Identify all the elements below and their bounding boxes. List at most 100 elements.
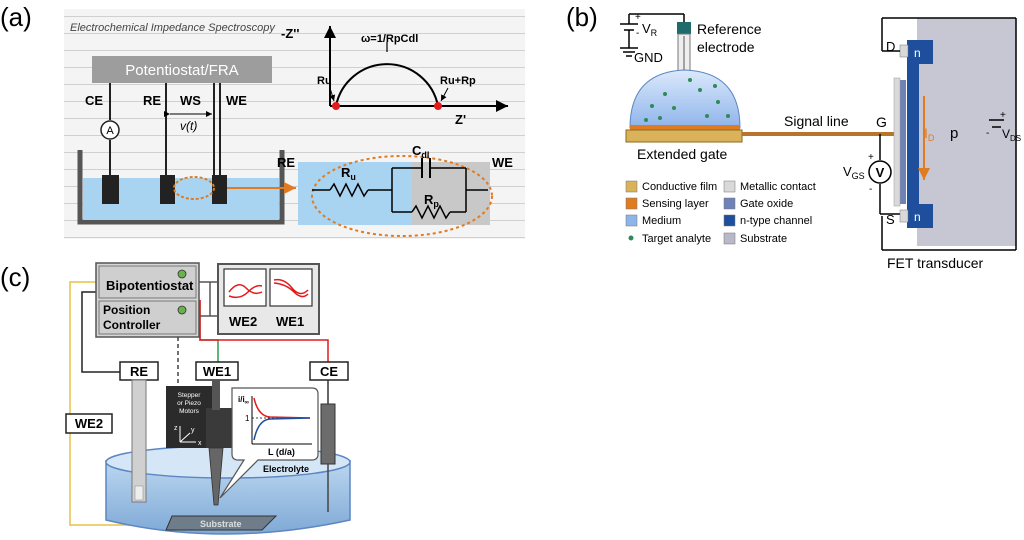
- drain-current-label: ID: [924, 125, 935, 143]
- extended-gate-film: [625, 129, 743, 143]
- voltage-label: v(t): [180, 119, 197, 133]
- sensing-layer: [630, 125, 740, 130]
- panel-c: (c) Bipotentiostat Position Controller W…: [0, 262, 351, 535]
- inset-tick-label: 1: [245, 414, 250, 423]
- vr-minus: -: [636, 28, 639, 39]
- svg-text:Conductive film: Conductive film: [642, 181, 717, 193]
- inset-y-label: i/i∞: [238, 395, 249, 406]
- vr-label: VR: [642, 21, 658, 38]
- panel-a-header: Electrochemical Impedance Spectroscopy: [70, 22, 276, 34]
- vgs-meter-label: V: [876, 165, 885, 180]
- ce-tag-label: CE: [320, 364, 338, 379]
- svg-text:Metallic contact: Metallic contact: [740, 181, 816, 193]
- we-label: WE: [226, 93, 247, 108]
- vgs-wires: [879, 134, 900, 215]
- panel-a: (a) Electrochemical Impedance Spectrosco…: [0, 2, 525, 239]
- panel-c-label: (c): [0, 262, 30, 292]
- nyquist-point-ru: [332, 102, 340, 110]
- stepper-motor-block: [166, 386, 212, 448]
- drain-label: D: [886, 39, 895, 54]
- electrode-we: [212, 175, 227, 204]
- n-bottom-label: n: [914, 210, 921, 224]
- svg-text:Medium: Medium: [642, 215, 681, 227]
- electrode-re: [160, 175, 175, 204]
- we2-tag: [65, 413, 113, 434]
- interface-zoom-large: [311, 155, 493, 237]
- source-label: S: [886, 212, 895, 227]
- axes-icon: [179, 426, 196, 443]
- vgs-plus: +: [868, 152, 874, 163]
- fet-transducer-label: FET transducer: [887, 255, 984, 271]
- motors-label-3: Motors: [179, 408, 200, 415]
- status-led-icon: [177, 269, 187, 279]
- ce-tag: [309, 361, 349, 381]
- approach-curve-plot: [251, 396, 312, 445]
- svg-text:Target analyte: Target analyte: [642, 233, 711, 245]
- gate-contact: [893, 77, 901, 207]
- we1-plot-label: WE1: [276, 314, 304, 329]
- extended-gate-label: Extended gate: [637, 146, 728, 162]
- vds-wires: [881, 17, 1017, 251]
- ground-icon: [620, 47, 638, 57]
- we1-tag-label: WE1: [203, 364, 231, 379]
- inset-callout: [219, 387, 319, 499]
- ce-label: CE: [85, 93, 103, 108]
- p-label: p: [950, 125, 958, 142]
- vds-battery-icon: [989, 119, 1004, 128]
- axis-y-label: y: [191, 427, 195, 434]
- re-tag-label: RE: [130, 364, 148, 379]
- svg-text:Sensing layer: Sensing layer: [642, 198, 709, 210]
- rurp-point-label: Ru+Rp: [440, 75, 476, 87]
- vds-label: VDS: [1002, 127, 1021, 143]
- source-contact: [899, 209, 909, 223]
- position-controller-label-1: Position: [103, 303, 150, 317]
- gate-label: G: [876, 114, 887, 130]
- electrode-ce: [102, 175, 119, 204]
- interface-zoom-small: [173, 176, 215, 200]
- vgs-minus: -: [869, 184, 872, 195]
- legend-item: n-type channel: [723, 214, 812, 227]
- panel-b-legend: Conductive film Metallic contact Sensing…: [625, 180, 816, 245]
- legend-item: Gate oxide: [723, 197, 793, 210]
- n-region-bottom: [907, 204, 933, 228]
- medium-dome: [629, 69, 741, 129]
- ws-label: WS: [180, 93, 201, 108]
- fet-substrate: [917, 18, 1016, 246]
- gate-oxide: [900, 80, 906, 204]
- reference-electrode-cap: [677, 22, 691, 34]
- axis-z-label: z: [174, 425, 178, 432]
- axis-x-label: x: [198, 440, 202, 447]
- vr-plus: +: [635, 12, 641, 23]
- ce-electrode: [320, 403, 336, 465]
- vr-battery-icon: [620, 13, 685, 48]
- nyquist-x-label: Z': [455, 112, 466, 127]
- circuit-we-label: WE: [492, 155, 513, 170]
- substrate-label: Substrate: [200, 519, 242, 529]
- inset-x-label: L (d/a): [268, 447, 295, 457]
- motors-label-1: Stepper: [178, 392, 202, 399]
- cdl-capacitor-label: Cdl: [412, 143, 429, 160]
- we1-tip: [208, 447, 224, 506]
- target-analyte-dots: [644, 78, 730, 122]
- circuit-re-label: RE: [277, 155, 295, 170]
- nyquist-y-label: -Z'': [281, 26, 299, 41]
- panel-a-label: (a): [0, 2, 32, 32]
- status-led-icon: [177, 305, 187, 315]
- electrolyte-label: Electrolyte: [263, 464, 309, 474]
- ru-point-label: Ru: [317, 75, 332, 87]
- panel-b-label: (b): [566, 2, 598, 32]
- legend-item: Metallic contact: [723, 180, 816, 193]
- legend-item: Conductive film: [625, 180, 717, 193]
- vds-minus: -: [986, 128, 989, 139]
- nyquist-point-rurp: [434, 102, 442, 110]
- vgs-label: VGS: [843, 164, 865, 181]
- vgs-voltmeter-icon: [868, 160, 892, 184]
- signal-line-label: Signal line: [784, 113, 849, 129]
- re-label: RE: [143, 93, 161, 108]
- drain-contact: [899, 44, 909, 58]
- we1-tip-holder: [212, 380, 220, 410]
- legend-item: Sensing layer: [625, 197, 709, 210]
- beaker-outline: [77, 150, 285, 225]
- legend-item: Target analyte: [628, 233, 711, 245]
